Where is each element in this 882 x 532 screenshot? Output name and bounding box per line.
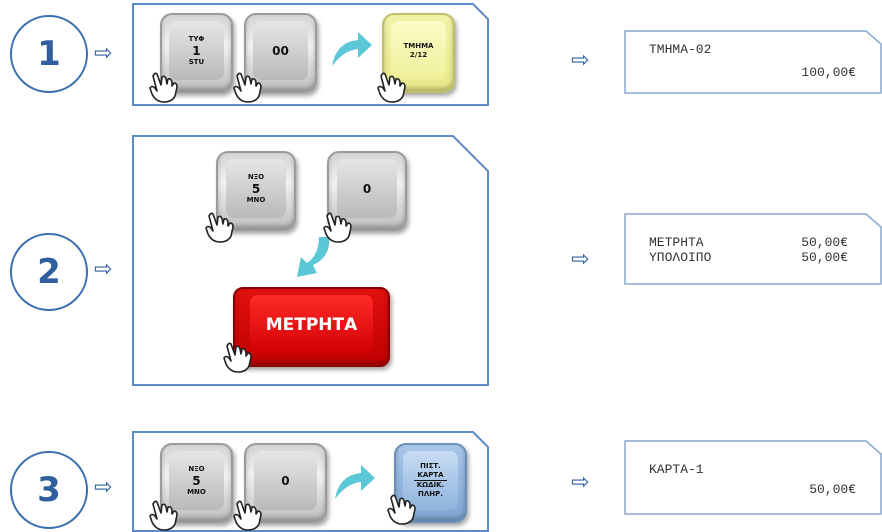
display-line1-right: 50,00€ [801,235,848,250]
key-label-main: 0 [362,181,372,196]
hand-pointer-icon [233,72,262,103]
display-2: ΜΕΤΡΗΤΑ 50,00€ ΥΠΟΛΟΙΠΟ 50,00€ [624,213,882,285]
key-label-bottom: ΜΝΟ [187,487,206,496]
display-line1-left: ΚΑΡΤΑ-1 [649,462,704,477]
result-1-arrow-icon: ⇨ [571,48,590,73]
display-line2-left: ΥΠΟΛΟΙΠΟ [649,250,712,265]
result-3-arrow-icon: ⇨ [571,470,590,495]
curved-arrow-icon [332,32,372,66]
key-label-main: 5 [192,473,201,488]
display-line2-right: 50,00€ [801,250,848,265]
display-line1-left: ΤΜΗΜΑ-02 [649,42,712,57]
key-label-main: 5 [251,181,261,196]
hand-pointer-icon [149,500,178,531]
display-line2-right: 100,00€ [801,65,856,80]
display-line1-left: ΜΕΤΡΗΤΑ [649,235,704,250]
step-1-circle: 1 [10,15,88,93]
key-label-main: 00 [272,43,289,58]
step-2-circle: 2 [10,233,88,311]
step-2-arrow-icon: ⇨ [94,257,113,282]
key-label-extra: ΠΛΗΡ. [418,490,443,499]
key-label-top: ΤΥΦ [188,34,205,43]
key-label-bottom: 2/12 [409,50,428,59]
display-line2-right: 50,00€ [809,482,856,497]
key-label-top: ΝΞΟ [247,172,265,181]
hand-pointer-icon [205,212,234,243]
curved-arrow-icon [335,465,375,499]
hand-pointer-icon [323,212,352,243]
hand-pointer-icon [223,342,252,373]
step-1-number: 1 [37,34,61,74]
key-pist-karta[interactable]: ΠΙΣΤ. ΚΑΡΤΑ ΚΩΔΙΚ. ΠΛΗΡ. [394,443,467,523]
hand-pointer-icon [387,494,416,525]
key-metrita[interactable]: ΜΕΤΡΗΤΑ [233,287,390,367]
key-0[interactable]: 0 [244,443,327,523]
step-3-circle: 3 [10,451,88,529]
hand-pointer-icon [149,72,178,103]
key-1[interactable]: ΤΥΦ 1 STU [160,13,233,93]
step-3-number: 3 [37,470,61,510]
step-1-panel: ΤΥΦ 1 STU 00 ΤΜΗΜΑ 2/12 [132,3,489,106]
key-5[interactable]: ΝΞΟ 5 ΜΝΟ [216,151,296,231]
key-label-main: ΤΜΗΜΑ [403,41,434,50]
hand-pointer-icon [233,500,262,531]
display-3: ΚΑΡΤΑ-1 50,00€ [624,440,882,515]
key-label-top: ΝΞΟ [188,464,205,473]
step-3-arrow-icon: ⇨ [94,475,113,500]
key-label-bottom: STU [188,57,205,66]
key-label-main: 1 [192,43,201,58]
step-2-number: 2 [37,252,61,292]
hand-pointer-icon [377,72,406,103]
step-1-arrow-icon: ⇨ [94,41,113,66]
key-00[interactable]: 00 [244,13,317,93]
key-label-bottom: ΚΩΔΙΚ. [416,481,445,490]
result-2-arrow-icon: ⇨ [571,247,590,272]
curved-arrow-icon [297,237,330,277]
step-3-panel: ΝΞΟ 5 ΜΝΟ 0 ΠΙΣΤ. ΚΑΡΤΑ ΚΩΔΙΚ. ΠΛΗΡ. [132,431,489,532]
key-label-top: ΠΙΣΤ. [420,462,441,471]
display-1: ΤΜΗΜΑ-02 100,00€ [624,30,882,94]
step-2-panel: ΝΞΟ 5 ΜΝΟ 0 ΜΕΤΡΗΤΑ [132,135,489,386]
key-label-main: 0 [281,473,290,488]
key-label-main: ΜΕΤΡΗΤΑ [265,314,358,335]
key-label-main: ΚΑΡΤΑ [414,471,447,482]
key-label-bottom: ΜΝΟ [246,195,266,204]
